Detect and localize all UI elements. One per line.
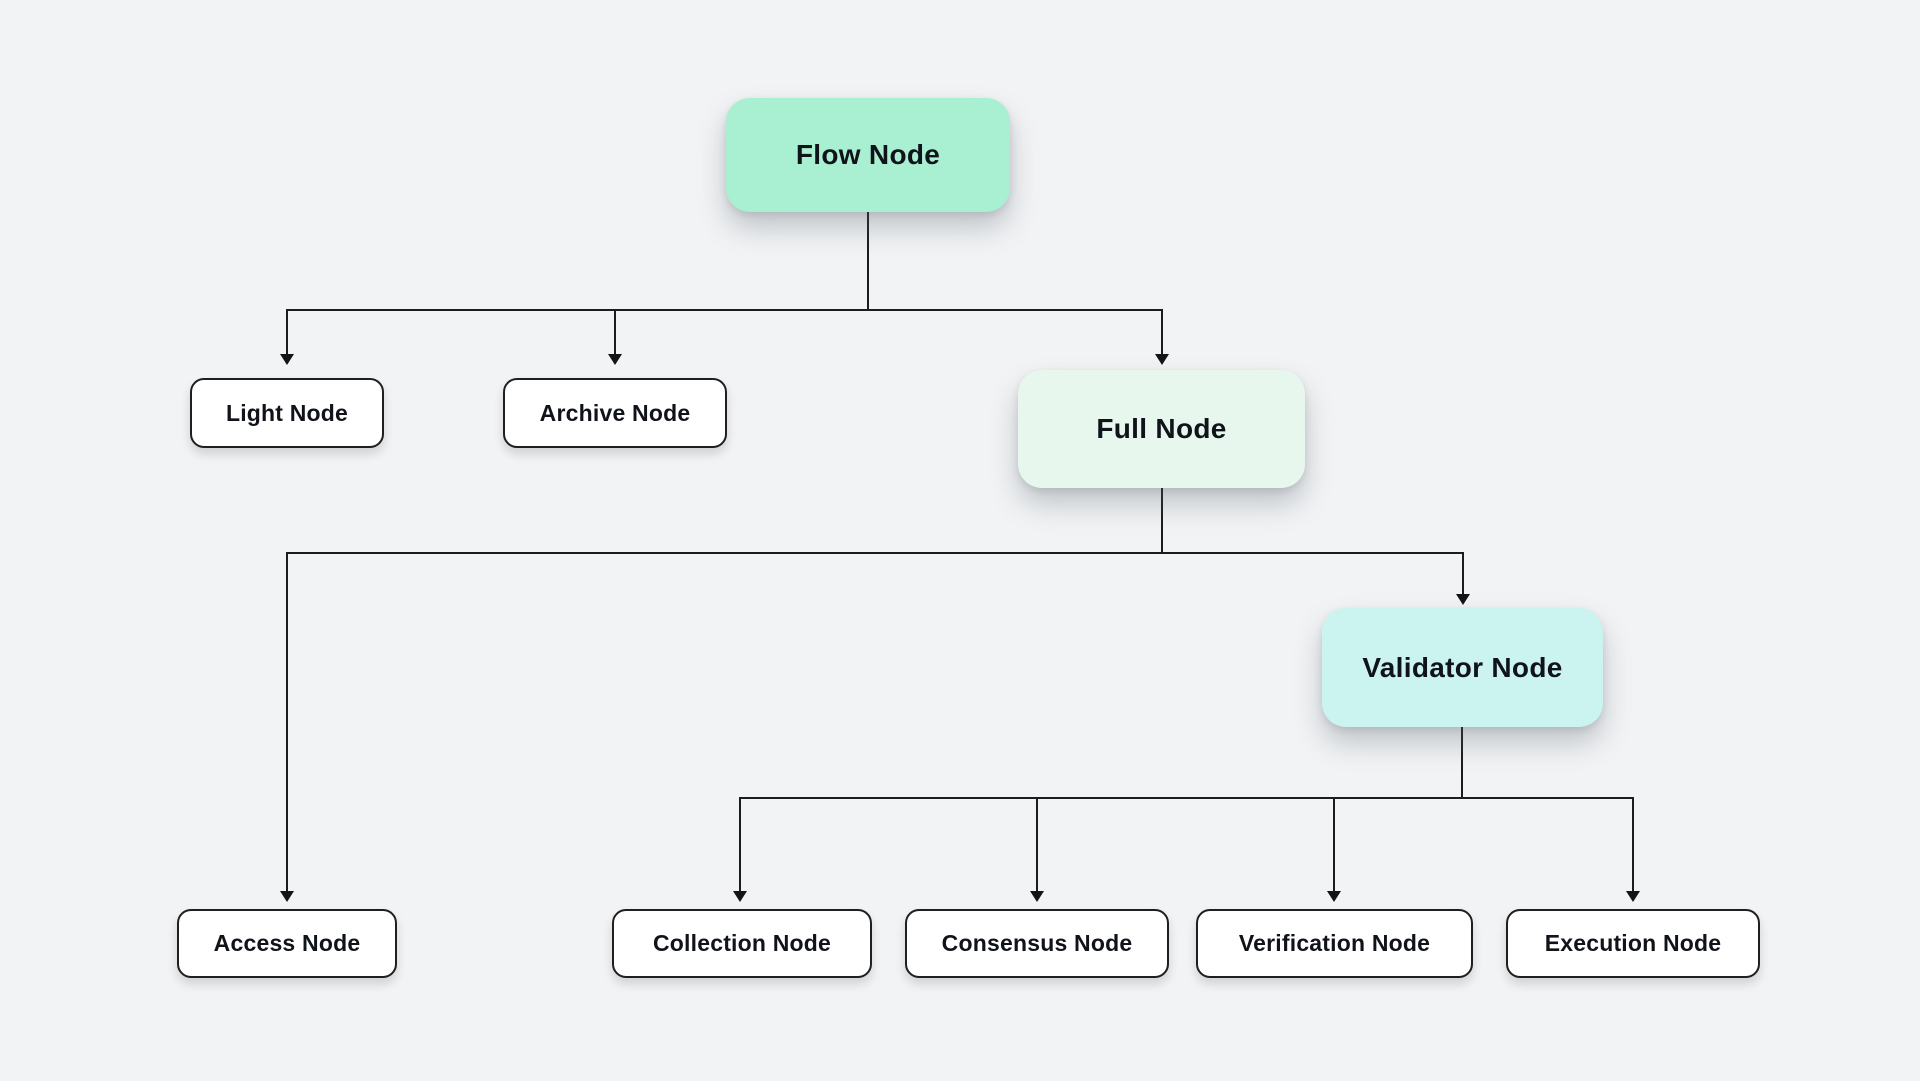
connector-full-stem: [1161, 488, 1163, 553]
arrowhead-light-icon: [280, 354, 294, 365]
arrowhead-execution-icon: [1626, 891, 1640, 902]
connector-level3-rail: [739, 797, 1634, 799]
node-collection: Collection Node: [612, 909, 872, 978]
connector-drop-collection: [739, 798, 741, 891]
connector-validator-stem: [1461, 727, 1463, 798]
node-consensus-label: Consensus Node: [941, 930, 1133, 956]
node-full-label: Full Node: [1096, 413, 1227, 444]
node-flow: Flow Node: [726, 98, 1010, 212]
connector-flow-stem: [867, 212, 869, 310]
node-consensus: Consensus Node: [905, 909, 1169, 978]
node-verification: Verification Node: [1196, 909, 1473, 978]
connector-level1-rail: [286, 309, 1163, 311]
node-light: Light Node: [190, 378, 384, 448]
node-archive-label: Archive Node: [539, 399, 691, 426]
node-access: Access Node: [177, 909, 397, 978]
node-execution: Execution Node: [1506, 909, 1760, 978]
node-validator-label: Validator Node: [1362, 651, 1563, 683]
node-validator: Validator Node: [1322, 608, 1603, 727]
arrowhead-archive-icon: [608, 354, 622, 365]
connector-drop-consensus: [1036, 798, 1038, 891]
node-light-label: Light Node: [225, 399, 349, 426]
connector-drop-verification: [1333, 798, 1335, 891]
node-flow-label: Flow Node: [795, 139, 941, 170]
connector-drop-full: [1161, 310, 1163, 354]
connector-drop-validator: [1462, 553, 1464, 594]
node-collection-label: Collection Node: [652, 930, 832, 956]
connector-drop-light: [286, 310, 288, 354]
connector-level2-rail: [286, 552, 1464, 554]
node-archive: Archive Node: [503, 378, 727, 448]
arrowhead-verification-icon: [1327, 891, 1341, 902]
node-execution-label: Execution Node: [1544, 930, 1722, 956]
arrowhead-collection-icon: [733, 891, 747, 902]
node-full: Full Node: [1018, 370, 1305, 488]
node-verification-label: Verification Node: [1238, 930, 1431, 956]
arrowhead-validator-icon: [1456, 594, 1470, 605]
connector-drop-access: [286, 553, 288, 891]
arrowhead-full-icon: [1155, 354, 1169, 365]
arrowhead-consensus-icon: [1030, 891, 1044, 902]
connector-drop-execution: [1632, 798, 1634, 891]
arrowhead-access-icon: [280, 891, 294, 902]
connector-drop-archive: [614, 310, 616, 354]
node-access-label: Access Node: [213, 930, 361, 956]
